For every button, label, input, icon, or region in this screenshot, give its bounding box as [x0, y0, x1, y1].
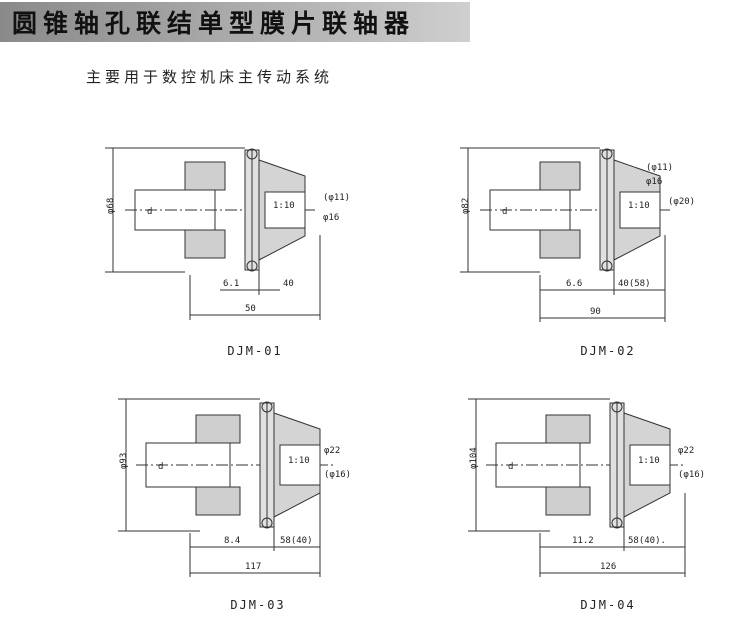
large-diameter-label: φ16 [323, 213, 339, 223]
title-banner: 圆锥轴孔联结单型膜片联轴器 [0, 2, 470, 42]
total-length-label: 90 [590, 307, 601, 317]
small-diameter-label: (φ11) [323, 193, 350, 203]
coupling-section-svg: φ93 d 1:10 φ22 (φ16) 8.4 58(40) 117 [118, 398, 351, 577]
taper-label: 1:10 [273, 201, 295, 211]
outer-diameter-label: φ93 [119, 453, 129, 469]
total-length-label: 117 [245, 562, 261, 572]
page-subtitle: 主要用于数控机床主传动系统 [86, 68, 334, 86]
outer-diameter-label: φ82 [461, 198, 471, 214]
bore-label: d [147, 207, 152, 217]
extra-diameter-label: (φ16) [678, 470, 705, 480]
coupling-drawing-djm-01: φ68 d 1:10 (φ11) φ16 6.1 40 50 [95, 140, 350, 360]
large-diameter-label: φ16 [646, 177, 662, 187]
gap-dim-label: 8.4 [224, 536, 240, 546]
page-title: 圆锥轴孔联结单型膜片联轴器 [12, 9, 416, 38]
hub-length-label: 40(58) [618, 279, 651, 289]
coupling-drawing-djm-04: φ104 d 1:10 φ22 (φ16) 11.2 58(40). 126 [460, 395, 705, 615]
coupling-section-svg: φ68 d 1:10 (φ11) φ16 6.1 40 50 [105, 147, 350, 320]
gap-dim-label: 11.2 [572, 536, 594, 546]
outer-diameter-label: φ104 [469, 447, 479, 469]
large-diameter-label: φ22 [678, 446, 694, 456]
hub-length-label: 58(40) [280, 536, 313, 546]
bore-label: d [158, 462, 163, 472]
bore-label: d [508, 462, 513, 472]
coupling-section-svg: φ104 d 1:10 φ22 (φ16) 11.2 58(40). 126 [468, 398, 705, 577]
extra-diameter-label: (φ16) [324, 470, 351, 480]
taper-label: 1:10 [638, 456, 660, 466]
caption-djm-04: DJM-04 [580, 598, 636, 612]
taper-label: 1:10 [628, 201, 650, 211]
caption-djm-03: DJM-03 [230, 598, 286, 612]
gap-dim-label: 6.6 [566, 279, 582, 289]
outer-diameter-label: φ68 [106, 198, 116, 214]
coupling-drawing-djm-03: φ93 d 1:10 φ22 (φ16) 8.4 58(40) 117 [110, 395, 351, 615]
total-length-label: 126 [600, 562, 616, 572]
hub-length-label: 58(40). [628, 536, 666, 546]
bore-label: d [502, 207, 507, 217]
total-length-label: 50 [245, 304, 256, 314]
caption-djm-01: DJM-01 [227, 344, 283, 358]
large-diameter-label: φ22 [324, 446, 340, 456]
gap-dim-label: 6.1 [223, 279, 239, 289]
coupling-section-svg: φ82 d 1:10 (φ11) φ16 (φ20) 6.6 40(58) 90 [460, 147, 695, 322]
taper-label: 1:10 [288, 456, 310, 466]
extra-diameter-label: (φ20) [668, 197, 695, 207]
hub-length-label: 40 [283, 279, 294, 289]
caption-djm-02: DJM-02 [580, 344, 636, 358]
small-diameter-label: (φ11) [646, 163, 673, 173]
coupling-drawing-djm-02: φ82 d 1:10 (φ11) φ16 (φ20) 6.6 40(58) 90 [450, 140, 695, 360]
